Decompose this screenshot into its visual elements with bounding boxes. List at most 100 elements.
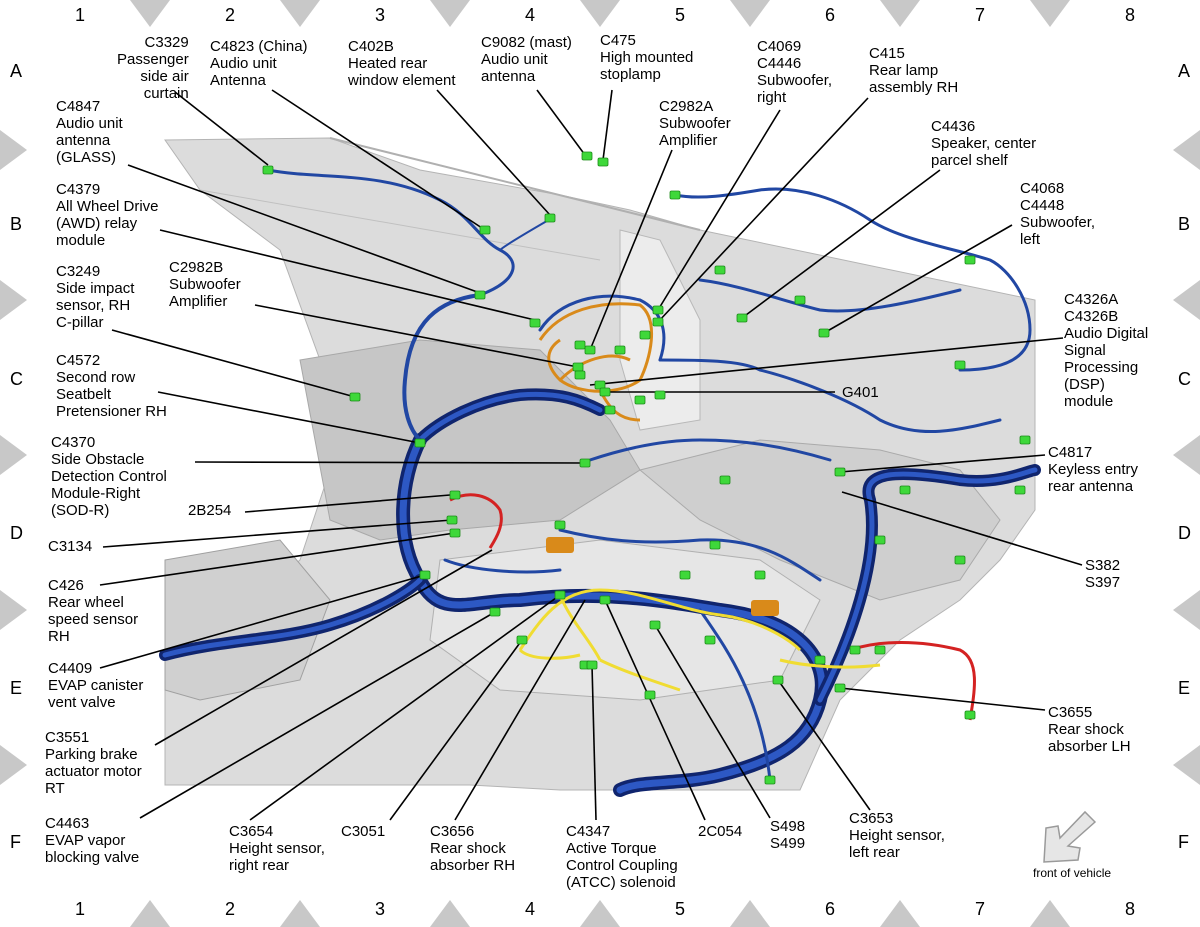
leader-line [174, 91, 269, 166]
connector-icon [554, 520, 566, 530]
label-c3134: C3134 [48, 538, 93, 555]
leader-line [111, 329, 356, 398]
border-chevron [580, 900, 620, 927]
connector-icon [554, 590, 566, 600]
connector-icon [581, 151, 593, 161]
label-c4069: C4069 C4446 Subwoofer, right [757, 38, 833, 106]
leader-line [839, 687, 1046, 711]
connector-icon [414, 438, 426, 448]
grid-col-label: 7 [975, 5, 986, 25]
connector-icon [899, 485, 911, 495]
grid-col-label: 6 [825, 5, 836, 25]
connector-icon [586, 660, 598, 670]
label-c4370: C4370 Side Obstacle Detection Control Mo… [51, 434, 167, 519]
connector-icon [964, 255, 976, 265]
connector-icon [529, 318, 541, 328]
leader-line [589, 149, 673, 351]
border-chevron [0, 280, 27, 320]
connector-icon [599, 387, 611, 397]
border-chevron [1173, 130, 1200, 170]
leader-line [389, 639, 523, 821]
leader-lines [99, 89, 1083, 821]
connector-icon [516, 635, 528, 645]
border-chevron [430, 900, 470, 927]
grid-row-label: E [10, 678, 23, 698]
label-2b254: 2B254 [188, 502, 232, 519]
border-chevron [880, 900, 920, 927]
grid-col-label: 1 [75, 5, 86, 25]
grid-col-label: 6 [825, 899, 836, 919]
label-c4436: C4436 Speaker, center parcel shelf [931, 118, 1037, 169]
connector-icon [714, 265, 726, 275]
leader-line [249, 594, 561, 821]
leader-line [436, 89, 551, 216]
leader-line [591, 664, 597, 821]
leader-line [654, 624, 771, 819]
connector-icon [954, 555, 966, 565]
border-chevron [730, 0, 770, 27]
connector-icon [446, 515, 458, 525]
label-c3249: C3249 Side impact sensor, RH C-pillar [56, 263, 135, 331]
border-chevron [1173, 435, 1200, 475]
label-c4463: C4463 EVAP vapor blocking valve [45, 815, 140, 866]
connector-icon [654, 390, 666, 400]
label-c4572: C4572 Second row Seatbelt Pretensioner R… [56, 352, 167, 420]
label-c3051: C3051 [341, 823, 386, 840]
connector-icon [849, 645, 861, 655]
grid-row-label: A [1178, 61, 1191, 81]
connector-icon [574, 340, 586, 350]
grid-col-label: 4 [525, 899, 536, 919]
grid-row-label: C [10, 369, 23, 389]
connector-icon [614, 345, 626, 355]
label-c4847: C4847 Audio unit antenna (GLASS) [56, 98, 123, 166]
leader-line [604, 599, 706, 821]
border-chevron [0, 435, 27, 475]
label-c2982a: C2982A Subwoofer Amplifier [659, 98, 731, 149]
grid-col-label: 8 [1125, 5, 1136, 25]
label-c3656: C3656 Rear shock absorber RH [430, 823, 516, 874]
leader-line [244, 494, 451, 513]
leader-line [657, 109, 781, 311]
connectors [262, 151, 1031, 785]
connector-icon [772, 675, 784, 685]
label-c4326: C4326A C4326B Audio Digital Signal Proce… [1064, 291, 1149, 410]
grid-col-label: 7 [975, 899, 986, 919]
grid-row-label: C [1178, 369, 1191, 389]
label-g401: G401 [842, 384, 879, 401]
orange-connector-block-icon [546, 537, 574, 553]
grid-col-label: 3 [375, 899, 386, 919]
label-2c054: 2C054 [698, 823, 743, 840]
connector-icon [449, 528, 461, 538]
connector-icon [954, 360, 966, 370]
grid-row-label: E [1178, 678, 1191, 698]
connector-icon [262, 165, 274, 175]
border-chevron [430, 0, 470, 27]
grid-row-label: F [1178, 832, 1189, 852]
connector-icon [679, 570, 691, 580]
grid-col-label: 1 [75, 899, 86, 919]
connector-icon [544, 213, 556, 223]
border-chevron [580, 0, 620, 27]
label-c4817: C4817 Keyless entry rear antenna [1048, 444, 1139, 495]
grid-row-label: D [1178, 523, 1191, 543]
label-c4379: C4379 All Wheel Drive (AWD) relay module [56, 181, 159, 249]
connector-icon [719, 475, 731, 485]
leader-line [99, 574, 426, 669]
connector-icon [419, 570, 431, 580]
border-chevron [280, 0, 320, 27]
leader-line [454, 599, 586, 821]
connector-icon [604, 405, 616, 415]
leader-line [841, 491, 1083, 566]
label-c3655: C3655 Rear shock absorber LH [1048, 704, 1131, 755]
connector-icon [489, 607, 501, 617]
leader-line [741, 169, 941, 319]
label-c4409: C4409 EVAP canister vent valve [48, 660, 144, 711]
connector-icon [572, 362, 584, 372]
connector-icon [764, 775, 776, 785]
connector-icon [599, 595, 611, 605]
leader-line [839, 454, 1046, 473]
border-chevron [0, 745, 27, 785]
label-s498: S498 S499 [770, 818, 806, 852]
border-chevron [280, 900, 320, 927]
